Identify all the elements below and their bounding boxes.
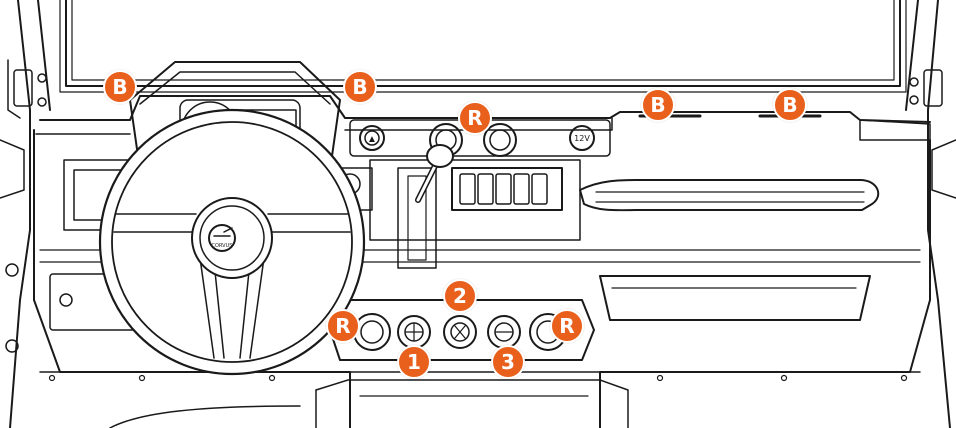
- callout-label: B: [650, 93, 666, 117]
- callout-label: R: [467, 106, 483, 130]
- glove-box: [599, 275, 871, 321]
- callout-label: 1: [407, 350, 421, 374]
- steering-wheel: CORVUS: [98, 108, 366, 376]
- callout-r-lower-left: R: [326, 309, 360, 343]
- callout-label: 2: [453, 284, 467, 308]
- callout-label: B: [782, 93, 798, 117]
- grab-handle: [579, 179, 880, 212]
- callout-label: B: [352, 75, 368, 99]
- callout-number-1: 1: [397, 345, 431, 379]
- callout-label: R: [559, 314, 575, 338]
- hazard-symbol: ▲: [367, 134, 377, 145]
- outlet-label: 12V: [574, 134, 590, 143]
- callout-label: R: [335, 314, 351, 338]
- callout-b-cluster-right: B: [343, 70, 377, 104]
- left-pillar: [0, 0, 51, 428]
- callout-b-upper-left: B: [103, 70, 137, 104]
- callout-r-upper-knobs: R: [458, 101, 492, 135]
- windshield: [59, 0, 907, 93]
- callout-label: 3: [501, 350, 515, 374]
- steering-logo: CORVUS: [212, 243, 233, 249]
- callout-number-3: 3: [491, 345, 525, 379]
- callout-label: B: [112, 75, 128, 99]
- callout-r-lower-right: R: [550, 309, 584, 343]
- callout-number-2: 2: [443, 279, 477, 313]
- callout-b-dash-right-2: B: [773, 88, 807, 122]
- center-console: [329, 144, 581, 269]
- floor-console: [109, 379, 629, 428]
- callout-b-dash-right-1: B: [641, 88, 675, 122]
- right-pillar: [905, 0, 956, 428]
